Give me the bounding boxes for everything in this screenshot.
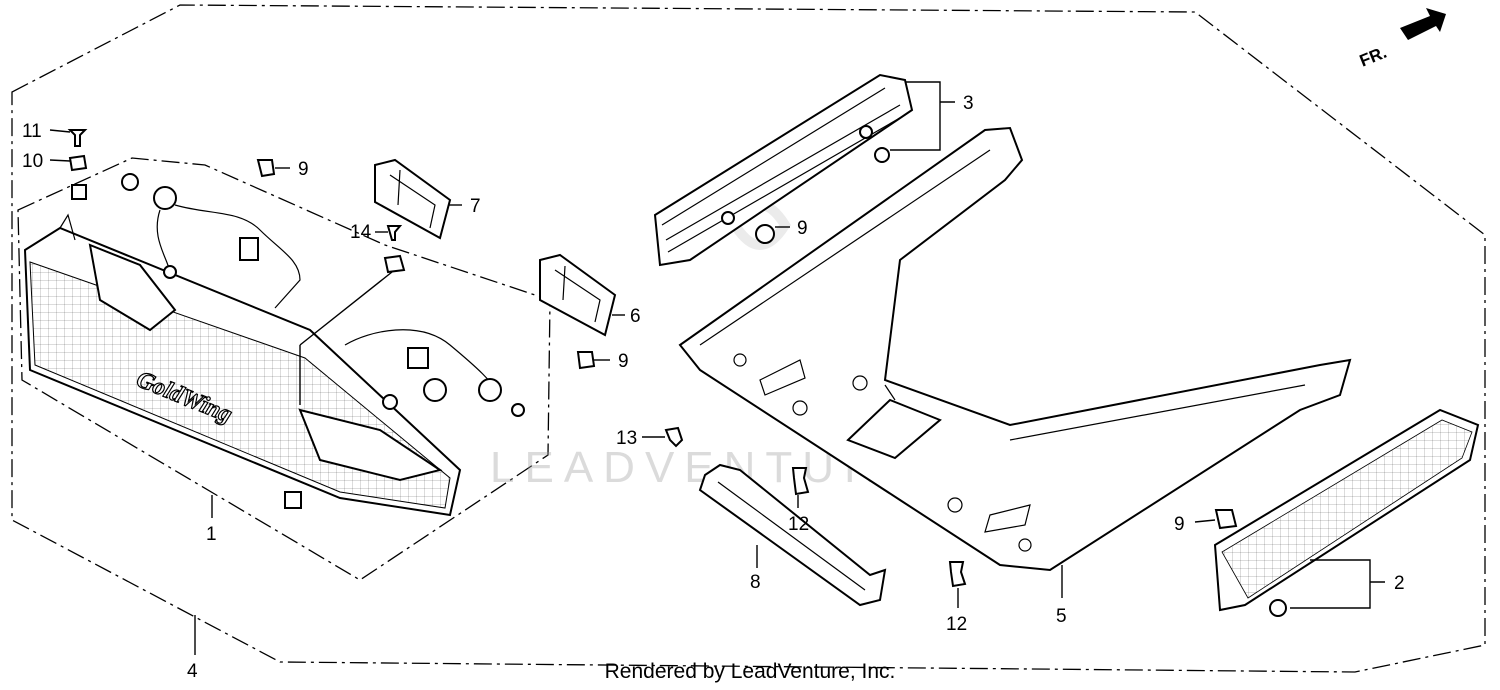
trunk-garnish-5 [678,126,1352,572]
callout-14: 14 [350,222,372,243]
callout-10: 10 [22,151,43,172]
callout-8: 8 [750,572,761,593]
callout-9a: 9 [298,159,309,180]
footer-credit: Rendered by LeadVenture, Inc. [604,660,896,683]
tail-light-assembly: GoldWing [23,213,462,517]
bolt-12-right [948,561,967,588]
assembly-boundary [11,4,1486,673]
wiring-harness-lower [344,329,525,417]
clip-left-bottom [284,491,302,509]
callout-9b: 9 [618,351,629,372]
front-direction-indicator: FR. [1357,8,1446,71]
garnish-strip-8 [698,463,887,607]
bracket-6 [539,253,617,337]
bolt-12-left [791,467,810,496]
bracket-7 [374,158,452,240]
side-reflector-2 [1213,408,1480,617]
callout-7: 7 [470,196,481,217]
callout-13: 13 [616,428,637,449]
callout-12a: 12 [788,514,809,535]
callout-3: 3 [963,93,974,114]
side-reflector-3 [653,73,914,267]
callout-2: 2 [1394,573,1405,594]
callout-4: 4 [187,661,198,682]
callout-9d: 9 [1174,514,1185,535]
grommet-9-right [1214,509,1238,530]
callouts: 11 10 9 7 14 6 9 1 4 3 9 13 12 8 12 5 9 … [22,93,1405,682]
leader-lines [49,81,1385,655]
grommet-9-top-left [256,159,276,178]
screw-11 [67,129,88,147]
nut-10 [68,154,88,172]
callout-5: 5 [1056,606,1067,627]
screw-14 [386,225,403,241]
clip-left-top [71,184,87,200]
callout-12b: 12 [946,614,967,635]
callout-11: 11 [22,121,42,142]
callout-6: 6 [630,306,641,327]
callout-1: 1 [206,524,217,545]
direction-label: FR. [1357,43,1390,71]
direction-arrow-icon [1400,8,1446,40]
callout-9c: 9 [797,218,808,239]
wiring-harness-upper [121,173,301,309]
screw-13 [664,426,684,448]
grommet-under-7 [383,254,406,274]
grommet-9-reflector [755,224,775,244]
grommet-9-mid-left [576,351,596,370]
